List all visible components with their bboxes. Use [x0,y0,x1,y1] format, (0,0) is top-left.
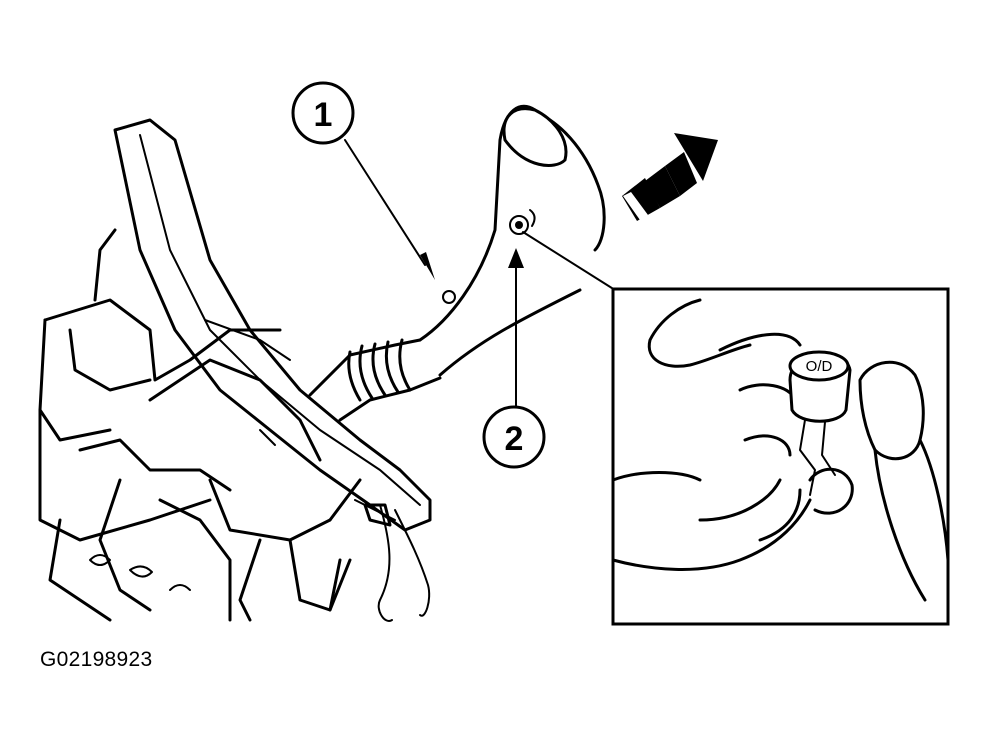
callout-2: 2 [482,405,546,469]
figure-id: G02198923 [40,648,153,671]
shift-lever [418,104,606,377]
dashboard-structure [38,228,362,622]
callout-2-label: 2 [505,420,524,458]
detail-inset: O/D [611,287,950,626]
column-shaft [308,338,442,422]
inset-connector [522,231,616,291]
callout-1-label: 1 [314,96,333,134]
wiring-harness [354,499,431,622]
callout-leaders [344,139,524,416]
pull-direction-arrow [622,133,718,221]
steering-wheel [113,118,432,532]
callout-1: 1 [291,81,355,145]
plug-label: O/D [806,358,833,375]
